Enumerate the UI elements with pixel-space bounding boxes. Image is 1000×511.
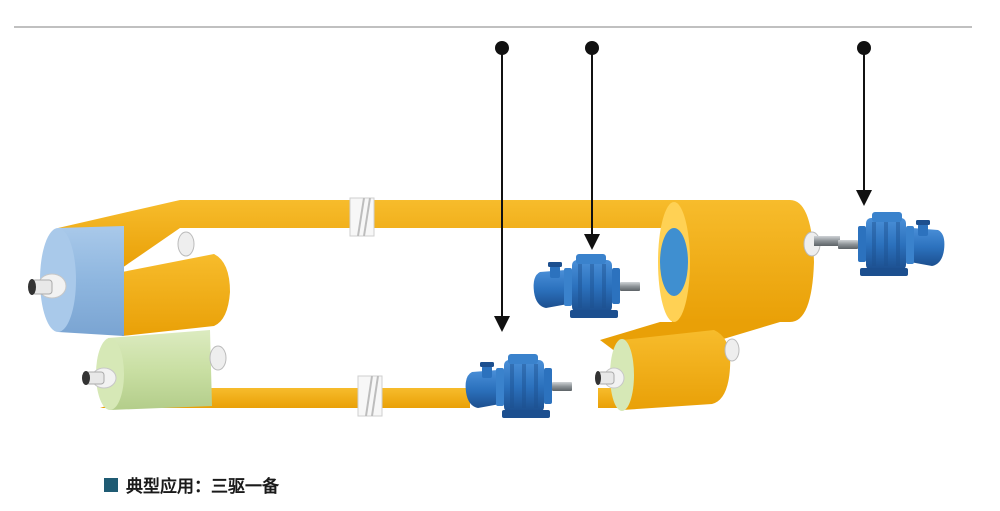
- motor-lower: [465, 354, 572, 418]
- caption-marker: [104, 477, 118, 492]
- arrow-icon: [856, 41, 872, 206]
- caption-text: 典型应用：三驱一备: [126, 477, 279, 497]
- caption: 典型应用：三驱一备: [104, 472, 279, 497]
- main-roll-right: [658, 202, 821, 322]
- guide-roll-small: [177, 231, 195, 257]
- lower-right-roll: [595, 338, 740, 411]
- unwind-roll-blue: [28, 226, 124, 336]
- rewind-roll-green: [82, 330, 227, 410]
- splice-icon: [357, 375, 383, 417]
- arrow-icon: [494, 41, 510, 332]
- splice-icon: [349, 197, 375, 237]
- motor-middle: [533, 254, 640, 318]
- motor-right: [814, 212, 945, 276]
- arrow-icon: [584, 41, 600, 250]
